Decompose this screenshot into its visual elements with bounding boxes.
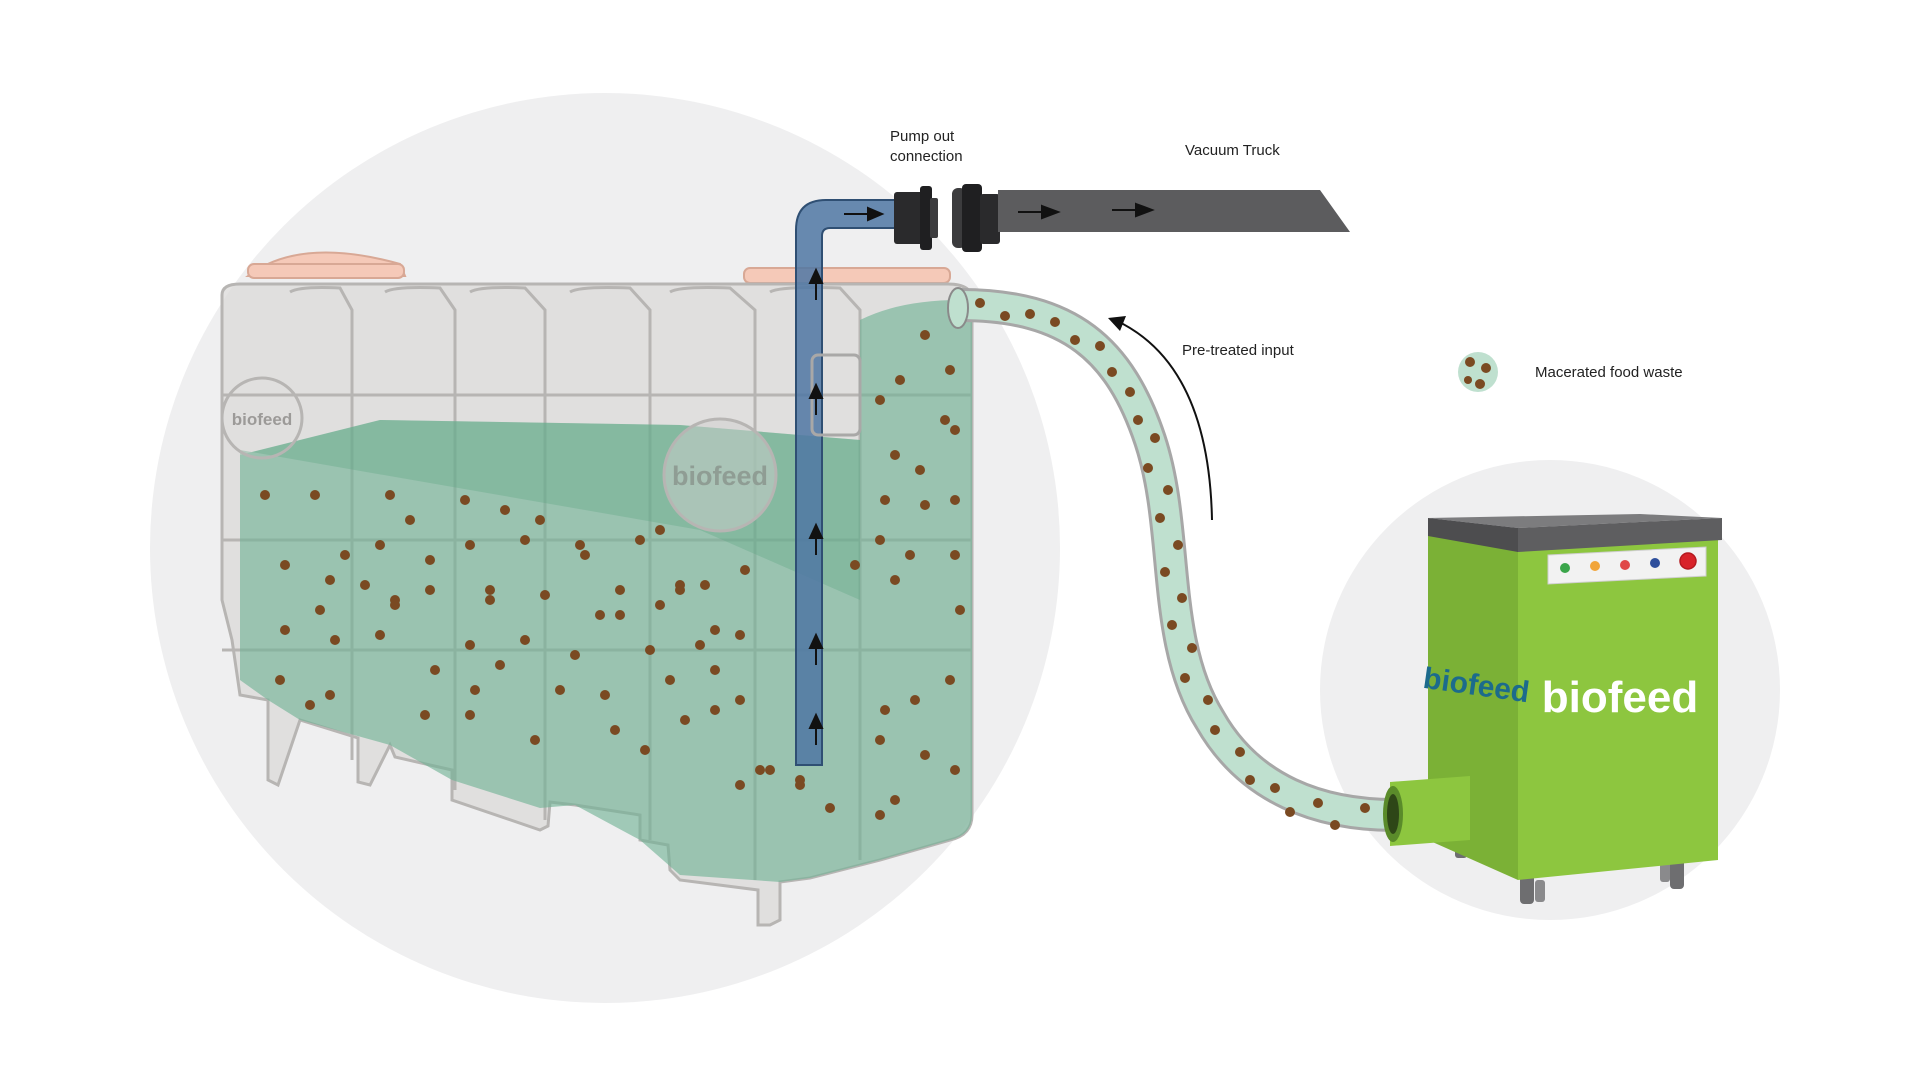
storage-tank: biofeed biofeed [220, 251, 974, 927]
tank-logo-badge-small [220, 376, 304, 460]
hose-flow-arrows [1018, 202, 1155, 220]
macerated-food-waste-swatch [1458, 352, 1498, 392]
indicator-light-stop [1679, 552, 1697, 570]
tube-food-particles [975, 298, 1370, 830]
tank-logo-badge-large [662, 417, 778, 533]
input-flow-arrowhead [1108, 316, 1126, 331]
flow-arrow-right-3 [1112, 202, 1155, 218]
vacuum-hose [998, 190, 1350, 232]
pretreated-input-label: Pre-treated input [1182, 342, 1295, 359]
machine-front [1518, 532, 1718, 880]
input-tube [947, 287, 1396, 832]
indicator-light-green [1560, 563, 1570, 573]
machine-lid-side [1428, 518, 1518, 552]
pipe-flow-arrows [808, 206, 885, 745]
flow-arrow-right-2 [1018, 204, 1061, 220]
tank-logo-small: biofeed [232, 410, 292, 429]
flow-arrow-right-1 [844, 206, 885, 222]
flow-arrow-up-5 [808, 267, 824, 300]
indicator-light-blue [1650, 558, 1660, 568]
indicator-light-orange [1590, 561, 1600, 571]
pump-out-label-line2: connection [890, 148, 963, 165]
indicator-light-red [1620, 560, 1630, 570]
tank-logo-large: biofeed [672, 461, 768, 491]
machine-logo-front: biofeed [1542, 673, 1698, 722]
pump-out-label-line1: Pump out [890, 128, 955, 145]
tank-lid-right [743, 267, 951, 284]
flow-arrow-up-2 [808, 632, 824, 665]
tank-liquid [240, 300, 972, 882]
machine-input-nozzle [1390, 776, 1470, 846]
flow-arrow-up-4 [808, 382, 824, 415]
legend: Macerated food waste [1458, 352, 1683, 392]
legend-label: Macerated food waste [1535, 364, 1683, 381]
vacuum-truck-label: Vacuum Truck [1185, 142, 1280, 159]
flow-arrow-up-3 [808, 522, 824, 555]
machine-input-port-inner [1387, 794, 1399, 834]
machine-lid-front [1518, 518, 1722, 552]
flow-arrow-up-1 [808, 712, 824, 745]
macerator-machine: biofeed biofeed [1383, 514, 1722, 904]
input-flow-arrow [1114, 319, 1213, 521]
vacuum-hose-coupling [952, 184, 1000, 252]
pump-out-coupling [894, 186, 938, 250]
machine-lid-top [1428, 514, 1722, 528]
tank-food-particles [260, 330, 965, 820]
tank-lid-left-rim [247, 263, 405, 279]
input-tube-inlet [947, 287, 969, 329]
